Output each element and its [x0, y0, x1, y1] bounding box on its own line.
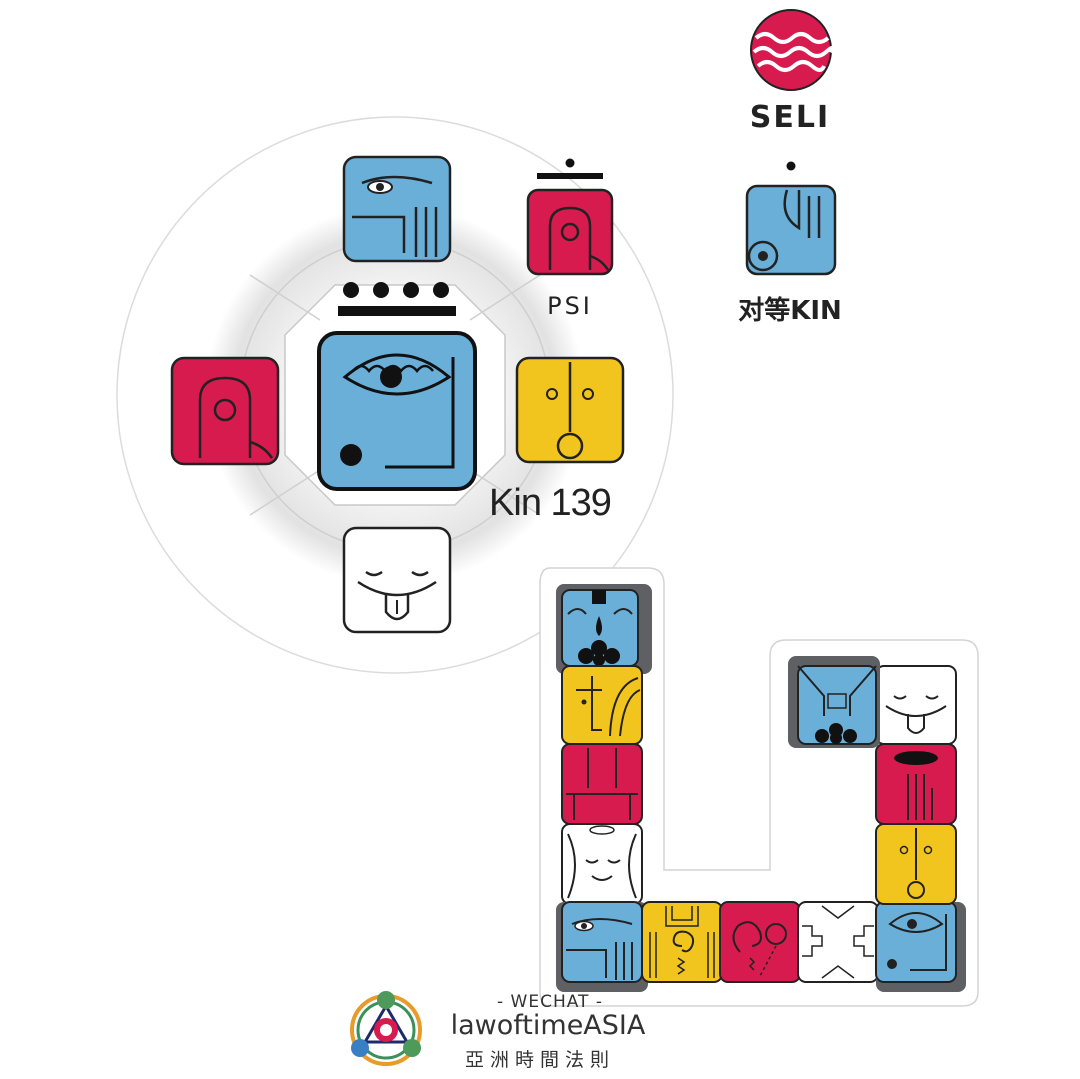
wavespell-tile-blue-storm — [875, 901, 966, 992]
brand-name-cn: 亞洲時間法則 — [464, 1049, 615, 1071]
center-tone-dots — [338, 282, 456, 316]
spoke — [469, 469, 541, 516]
spoke — [249, 274, 321, 321]
psi-red-earth-glyph-icon — [526, 188, 614, 276]
wavespell-tile-blue-eagle — [788, 656, 880, 748]
analog-kin-tone-dot — [786, 161, 796, 171]
yellow-sun-face-glyph-icon — [515, 356, 625, 464]
wavespell-tile-yellow-sun — [875, 823, 957, 905]
wavespell-tile-red-skywalker — [875, 743, 957, 825]
wavespell-tile-red-serpent — [561, 743, 643, 825]
white-dog-glyph-icon — [342, 526, 452, 634]
psi-label: PSI — [547, 292, 593, 320]
wavespell-tile-white-mirror — [797, 901, 879, 983]
wavespell-tile-white-dog — [875, 665, 957, 745]
spoke — [249, 469, 321, 516]
red-earth-glyph-icon — [170, 356, 280, 466]
seli-label: SELI — [749, 100, 831, 135]
wavespell-tile-blue-night — [556, 584, 652, 674]
wavespell-tile-white-wind — [561, 823, 643, 905]
law-of-time-globe-logo-icon — [350, 991, 422, 1066]
seli-wave-seal-icon — [750, 9, 834, 91]
brand-name: lawoftimeASIA — [450, 1010, 646, 1041]
wavespell-tile-yellow-human — [561, 665, 643, 745]
spoke — [469, 274, 541, 321]
center-kin-label: Kin 139 — [489, 482, 612, 524]
analog-kin-blue-hand-glyph-icon — [745, 184, 837, 276]
analog-kin-label: 对等KIN — [738, 296, 842, 326]
wechat-label: - WECHAT - — [497, 992, 603, 1012]
wavespell-tile-blue-hand — [556, 901, 648, 992]
psi-tone — [537, 158, 603, 179]
blue-hand-glyph-icon — [342, 155, 452, 263]
wavespell-tile-red-moon — [719, 901, 801, 983]
blue-storm-glyph-icon — [317, 331, 477, 491]
wavespell-tile-yellow-star — [641, 901, 723, 983]
